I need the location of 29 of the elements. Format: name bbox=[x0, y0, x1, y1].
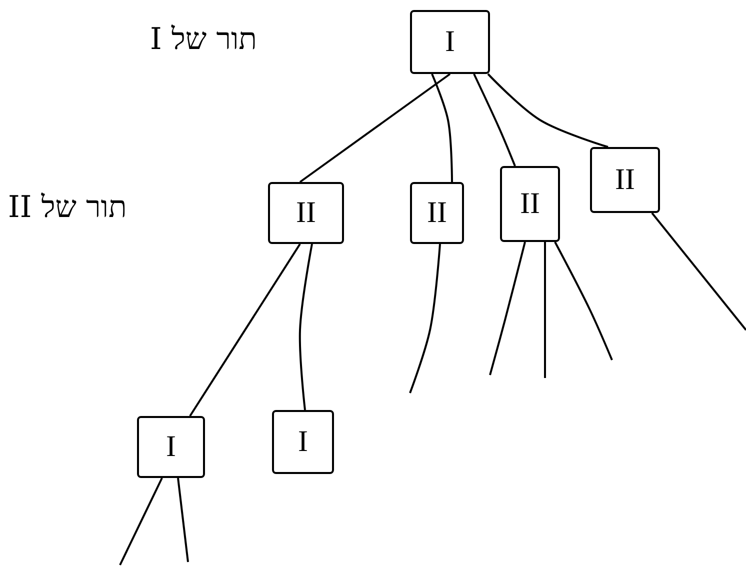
tree-node bbox=[410, 182, 464, 244]
tree-node bbox=[410, 10, 490, 74]
node-label: I bbox=[166, 432, 176, 462]
tree-node bbox=[590, 147, 660, 213]
level-label: תור של I bbox=[150, 22, 257, 57]
tree-edge bbox=[431, 74, 453, 182]
tree-edge bbox=[299, 73, 451, 183]
node-label: I bbox=[298, 427, 308, 457]
node-label: II bbox=[520, 189, 540, 219]
branch-line bbox=[554, 242, 613, 360]
tree-node bbox=[137, 416, 205, 478]
level-label: תור של II bbox=[8, 190, 127, 225]
tree-edge bbox=[473, 74, 516, 166]
branch-line bbox=[409, 244, 441, 394]
node-label: II bbox=[427, 198, 447, 228]
branch-line bbox=[119, 478, 163, 566]
tree-node bbox=[268, 182, 344, 244]
node-label: II bbox=[615, 165, 635, 195]
branch-line bbox=[177, 478, 189, 562]
tree-edge bbox=[298, 244, 313, 410]
tree-edge bbox=[189, 243, 301, 417]
node-label: I bbox=[445, 27, 455, 57]
branch-line bbox=[489, 242, 526, 376]
branch-line bbox=[651, 212, 746, 331]
tree-edge bbox=[487, 73, 608, 148]
node-label: II bbox=[296, 198, 316, 228]
branch-line bbox=[544, 242, 546, 378]
tree-node bbox=[500, 166, 560, 242]
tree-node bbox=[272, 410, 334, 474]
